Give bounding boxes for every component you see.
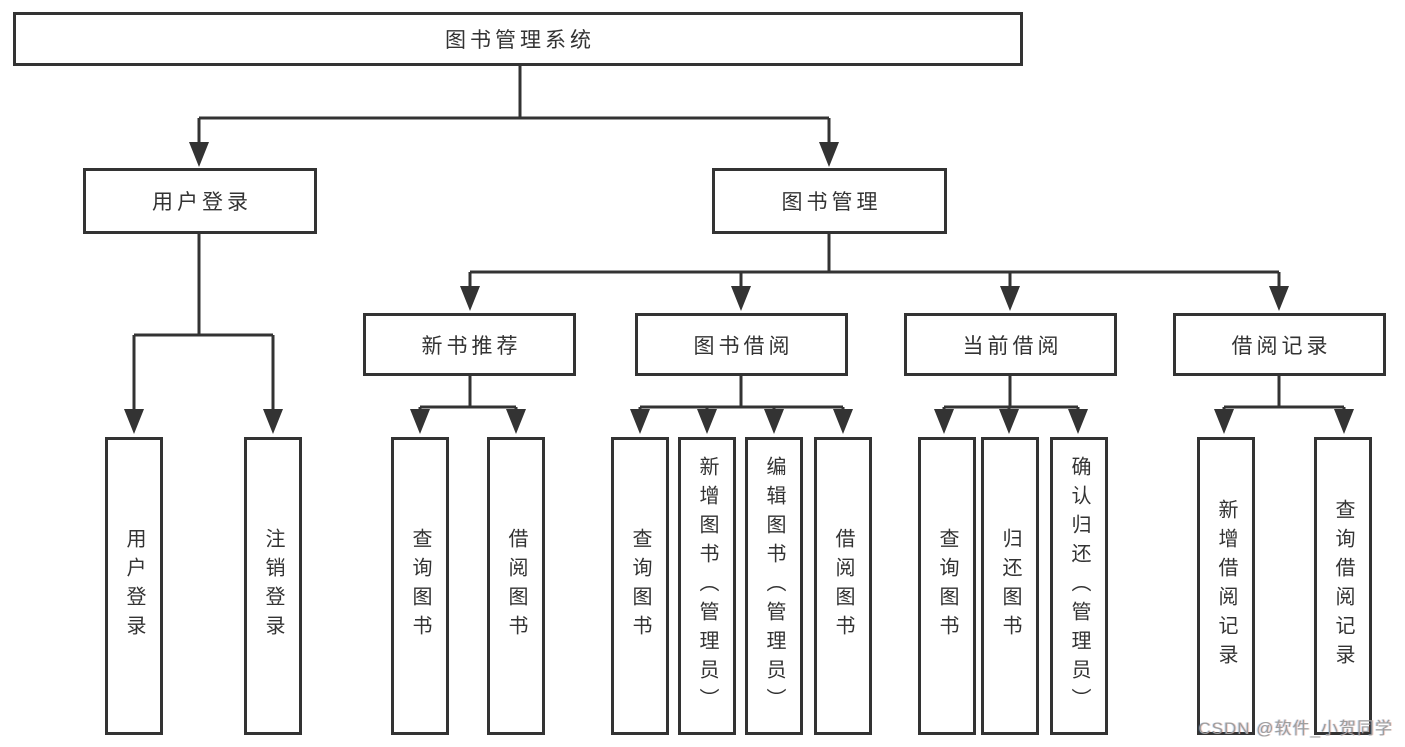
node-label: 借阅记录 [1231,334,1332,358]
arrowhead [506,409,526,434]
csdn-watermark: CSDN @软件_小贺同学 [1198,719,1393,738]
arrowhead [764,409,784,434]
node-label: 注销登录 [262,528,284,644]
arrowhead [189,142,209,167]
connector-userlogin-to-leaves [124,234,283,434]
node-user-login: 用户登录 [83,168,317,234]
arrowhead [263,409,283,434]
node-book-borrow: 图书借阅 [635,313,848,376]
leaf-logout: 注销登录 [244,437,302,735]
leaf-return-books: 归还图书 [981,437,1039,735]
arrowhead [460,286,480,311]
leaf-query-books-borrow: 查询图书 [611,437,669,735]
leaf-query-books-current: 查询图书 [918,437,976,735]
node-label: 图书管理 [781,191,882,214]
arrowhead [630,409,650,434]
node-label: 查询图书 [629,528,651,644]
connector-bookmgmt-to-level3 [460,234,1289,311]
connector-root-to-level2 [189,66,839,167]
node-label: 归还图书 [999,528,1021,644]
leaf-edit-books-admin: 编辑图书（管理员） [745,437,803,735]
node-label: 确认归还（管理员） [1068,455,1090,717]
connector-borrow-to-leaves [630,376,853,434]
leaf-query-books-recommend: 查询图书 [391,437,449,735]
node-label: 借阅图书 [832,528,854,644]
arrowhead [124,409,144,434]
leaf-add-books-admin: 新增图书（管理员） [678,437,736,735]
leaf-borrow-books-recommend: 借阅图书 [487,437,545,735]
node-root-system: 图书管理系统 [13,12,1023,66]
connector-records-to-leaves [1214,376,1354,434]
node-new-book-recommend: 新书推荐 [363,313,576,376]
node-label: 当前借阅 [962,334,1063,358]
connector-current-to-leaves [934,376,1088,434]
node-label: 新书推荐 [421,334,522,358]
node-label: 查询借阅记录 [1332,499,1354,673]
node-label: 用户登录 [152,191,252,214]
arrowhead [1269,286,1289,311]
arrowhead [731,286,751,311]
node-label: 查询图书 [936,528,958,644]
leaf-user-login: 用户登录 [105,437,163,735]
arrowhead [1334,409,1354,434]
arrowhead [999,409,1019,434]
arrowhead [934,409,954,434]
leaf-add-borrow-record: 新增借阅记录 [1197,437,1255,735]
node-label: 编辑图书（管理员） [763,455,785,717]
leaf-confirm-return-admin: 确认归还（管理员） [1050,437,1108,735]
node-book-management: 图书管理 [712,168,947,234]
node-label: 新增图书（管理员） [696,455,718,717]
connector-newbooks-to-leaves [410,376,526,434]
arrowhead [833,409,853,434]
arrowhead [1068,409,1088,434]
node-label: 图书管理系统 [445,29,595,52]
arrowhead [410,409,430,434]
node-label: 图书借阅 [693,334,794,358]
node-label: 新增借阅记录 [1215,499,1237,673]
node-borrow-records: 借阅记录 [1173,313,1386,376]
arrowhead [1214,409,1234,434]
node-current-borrow: 当前借阅 [904,313,1117,376]
leaf-borrow-books: 借阅图书 [814,437,872,735]
node-label: 查询图书 [409,528,431,644]
arrowhead [1000,286,1020,311]
node-label: 借阅图书 [505,528,527,644]
leaf-query-borrow-record: 查询借阅记录 [1314,437,1372,735]
arrowhead [819,142,839,167]
node-label: 用户登录 [123,528,145,644]
arrowhead [697,409,717,434]
